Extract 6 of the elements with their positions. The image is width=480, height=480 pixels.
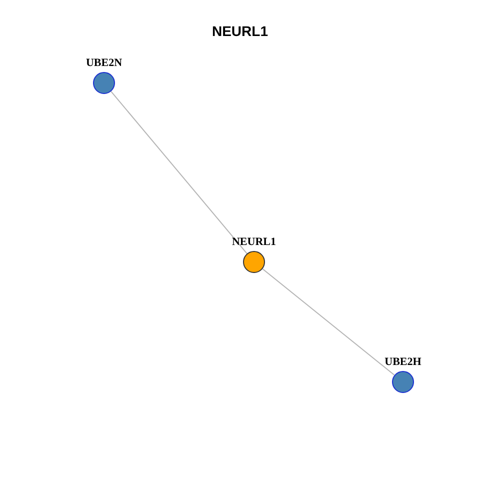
edge-line <box>262 268 395 376</box>
edge-line <box>110 90 248 254</box>
node-label: NEURL1 <box>232 236 276 250</box>
node-label: UBE2N <box>86 57 122 71</box>
chart-title: NEURL1 <box>212 22 268 41</box>
node-label: UBE2H <box>384 356 422 370</box>
